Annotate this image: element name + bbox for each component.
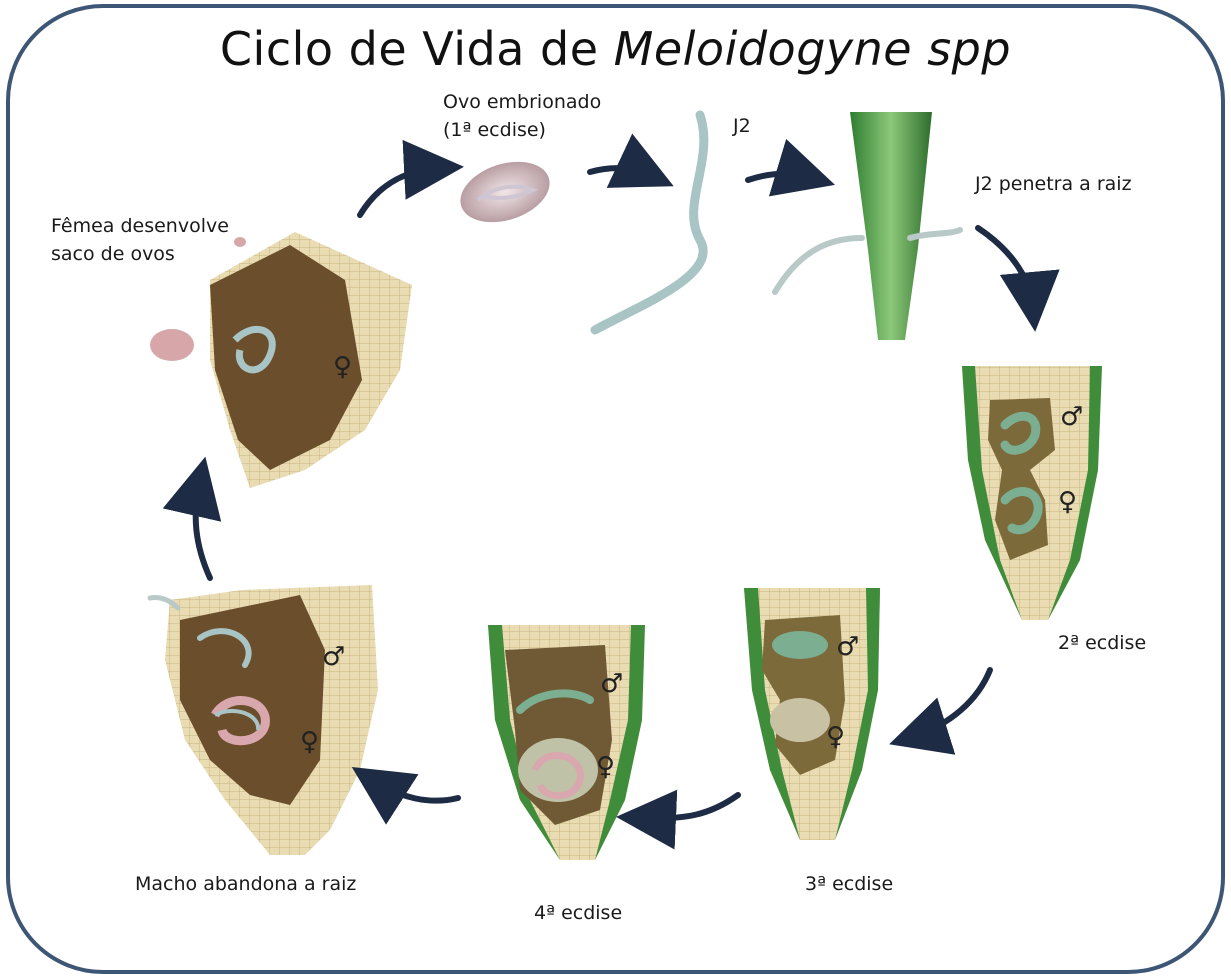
root-tip-with-j2 (775, 112, 960, 340)
svg-text:♂: ♂ (836, 632, 859, 662)
root-fourth-molt: ♂ ♀ (488, 625, 645, 860)
root-male-leaves: ♂ ♀ (150, 585, 378, 855)
svg-text:♂: ♂ (1060, 402, 1083, 432)
svg-text:♂: ♂ (322, 642, 345, 672)
embryonated-egg (453, 151, 558, 233)
gall-female-egg-sac: ♀ (150, 232, 412, 488)
label-second-molt: 2ª ecdise (1058, 629, 1146, 657)
arrow-second-to-third (912, 670, 990, 737)
label-j2-penetrates-root: J2 penetra a raiz (975, 170, 1132, 198)
root-second-molt: ♂ ♀ (962, 366, 1102, 620)
svg-text:♀: ♀ (596, 752, 615, 782)
label-female-egg-sac: Fêmea desenvolve saco de ovos (51, 212, 229, 268)
svg-text:♂: ♂ (600, 669, 623, 699)
svg-text:♀: ♀ (826, 722, 845, 752)
svg-text:♀: ♀ (300, 727, 319, 757)
svg-text:♀: ♀ (1058, 487, 1077, 517)
root-third-molt: ♂ ♀ (744, 588, 880, 840)
arrow-j2-to-root (748, 174, 812, 180)
label-third-molt: 3ª ecdise (805, 870, 893, 898)
arrow-female-to-egg (360, 168, 440, 215)
label-male-leaves-root: Macho abandona a raiz (135, 870, 356, 898)
label-fourth-molt: 4ª ecdise (534, 899, 622, 927)
j2-nematode (595, 115, 704, 330)
label-embryonated-egg: Ovo embrionado (1ª ecdise) (443, 88, 601, 144)
label-j2: J2 (733, 112, 751, 140)
arrow-egg-to-j2 (590, 168, 652, 176)
arrow-root-to-second-molt (978, 228, 1033, 308)
svg-text:♀: ♀ (333, 352, 352, 382)
arrow-third-to-fourth (640, 795, 738, 818)
arrow-male-to-female (196, 480, 210, 578)
arrow-fourth-to-male-leaves (372, 780, 458, 801)
